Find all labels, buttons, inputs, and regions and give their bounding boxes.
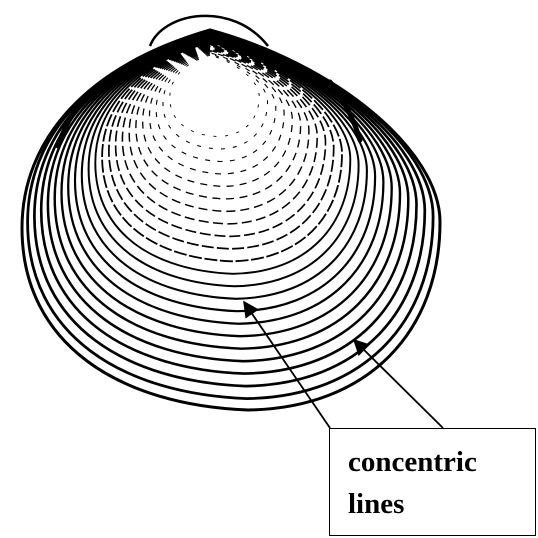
label-box: concentric lines bbox=[329, 428, 536, 536]
label-text: concentric lines bbox=[348, 441, 477, 525]
pointer-arrow-outer bbox=[354, 340, 443, 428]
label-line-2: lines bbox=[348, 483, 477, 525]
label-line-1: concentric bbox=[348, 441, 477, 483]
